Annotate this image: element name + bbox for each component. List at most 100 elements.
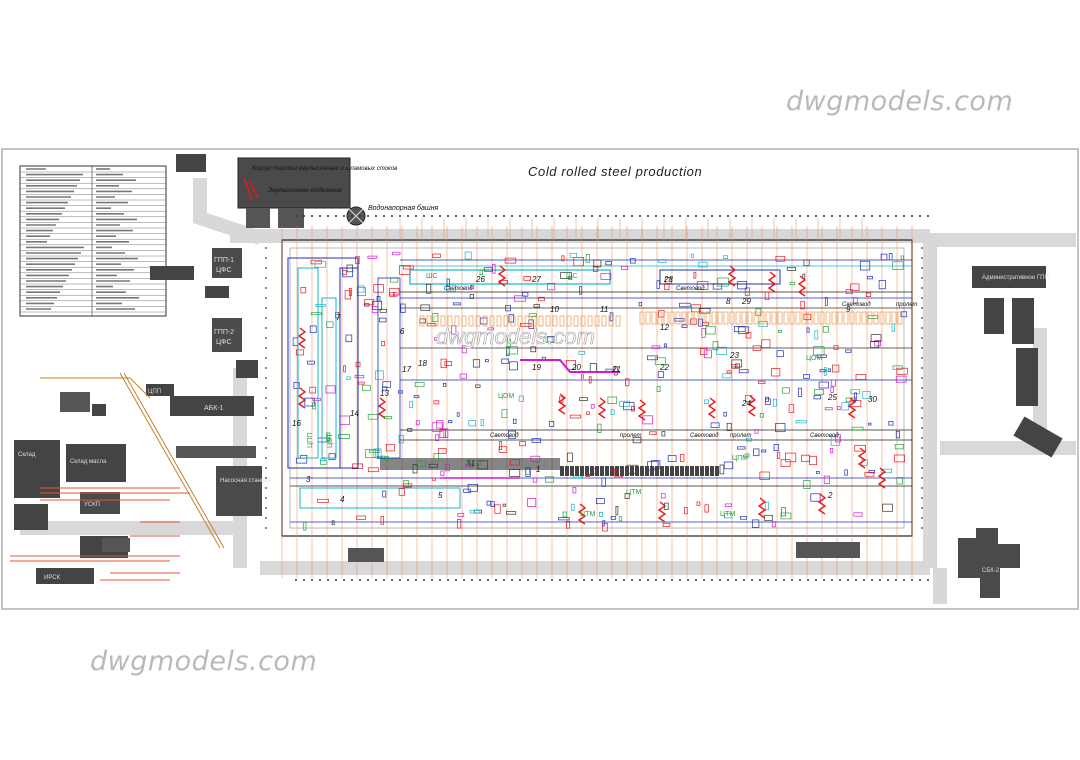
label-water-tower: Водонапорная башня <box>368 204 439 212</box>
label-prolet-3: пролет <box>730 433 752 439</box>
label-svetovod-3: Световод <box>842 302 871 308</box>
red-mark <box>243 177 259 201</box>
number-label: 9 <box>846 305 851 314</box>
label-sklad-left: Склад <box>18 452 36 458</box>
number-label: 2 <box>827 491 833 500</box>
label-shs: ШС <box>426 273 437 280</box>
number-label: 1 <box>536 465 540 474</box>
building-small <box>1012 298 1034 344</box>
column-grid <box>281 218 913 578</box>
building-small <box>150 266 194 280</box>
watermark-top: dwgmodels.com <box>786 86 1014 117</box>
number-label: 28 <box>663 275 673 284</box>
label-sklad-mid: Склад масла <box>70 459 107 465</box>
label-svetovod-4: Световод <box>490 433 519 439</box>
number-label: 6 <box>400 327 405 336</box>
building-small <box>236 360 258 378</box>
label-abk2: СБК-2 <box>982 568 1000 574</box>
number-label: 17 <box>402 365 411 374</box>
label-cpp: ЦПП <box>148 389 161 395</box>
number-label: 31 <box>466 459 475 468</box>
number-label: 13 <box>380 389 389 398</box>
drawing-plan: Корпус очистки эмульсионных и шламовых с… <box>1 148 1079 610</box>
label-spm: ЦПМ <box>732 455 748 462</box>
building-sklad <box>14 440 60 498</box>
number-label: 11 <box>600 305 608 314</box>
building-small <box>176 154 206 172</box>
number-label: 18 <box>418 359 427 368</box>
building-small <box>102 538 130 552</box>
building-small <box>348 548 384 562</box>
number-label: 30 <box>868 395 877 404</box>
building-small <box>278 208 304 228</box>
drawing-title: Cold rolled steel production <box>528 164 702 179</box>
watermark-bottom: dwgmodels.com <box>90 646 318 677</box>
number-label: 12 <box>660 323 669 332</box>
label-abk1: АБК-1 <box>204 405 224 412</box>
number-label: 29 <box>741 297 751 306</box>
label-uskp: УСКП <box>84 502 100 508</box>
building-abk2 <box>958 528 1020 598</box>
number-label: 24 <box>741 399 751 408</box>
label-prolet-1: пролет <box>896 302 918 308</box>
label-admin: Административное ГПП <box>982 275 1049 281</box>
label-ctm: ЦТМ <box>626 489 641 496</box>
building-pump-station <box>216 466 262 516</box>
grid-markers <box>265 215 929 581</box>
building-small <box>1013 416 1063 458</box>
number-label: 26 <box>475 275 485 284</box>
number-label: 25 <box>827 393 837 402</box>
number-label: 3 <box>306 475 311 484</box>
label-pump-station: Насосная станция <box>220 478 271 484</box>
label-spm-2: ЦПМ <box>466 461 482 468</box>
water-tower-cross <box>348 208 364 224</box>
label-shs-2: ШС <box>566 273 577 280</box>
building-small <box>14 504 48 530</box>
building-gpp2 <box>212 318 242 352</box>
label-ctm-2: ЦТМ <box>720 511 735 518</box>
left-bays: ЦОТ ЦПП <box>287 257 401 469</box>
building-small <box>205 286 229 298</box>
label-svetovod-1: Световод <box>444 286 473 292</box>
number-label: 19 <box>532 363 541 372</box>
center-watermark: dwgmodels.com <box>436 324 595 349</box>
building-small <box>984 298 1004 334</box>
label-svetovod-5: Световод <box>690 433 719 439</box>
label-cleaning: Корпус очистки эмульсионных и шламовых с… <box>252 166 397 172</box>
pipes-left <box>10 487 190 581</box>
building-small <box>176 446 256 458</box>
building-gpp1 <box>212 248 242 278</box>
number-label: 14 <box>350 409 359 418</box>
building-abk1 <box>170 396 254 416</box>
number-label: 7 <box>336 313 341 322</box>
building-ipsk <box>36 568 94 584</box>
building-admin <box>972 266 1046 288</box>
building-small <box>246 208 270 228</box>
svg-text:ЦОТ: ЦОТ <box>327 433 334 448</box>
number-label: 4 <box>340 495 345 504</box>
number-label: 8 <box>726 297 731 306</box>
label-svetovod-6: Световод <box>810 433 839 439</box>
building-uskp <box>80 492 120 514</box>
label-gpp2: ГПП-2 <box>214 329 234 336</box>
legend-table <box>19 165 167 317</box>
label-ctsom-2: ЦОМ <box>498 393 514 400</box>
number-label: 27 <box>531 275 541 284</box>
label-prolet-2: пролет <box>620 433 642 439</box>
number-label: 21 <box>611 365 621 374</box>
label-gpp1: ГПП-1 <box>214 257 234 264</box>
building-small <box>1016 348 1038 406</box>
number-label: 22 <box>659 363 669 372</box>
building-small <box>796 542 860 558</box>
label-gpp2b: ЦФС <box>216 339 232 346</box>
label-gpp1b: ЦФС <box>216 267 232 274</box>
number-label: 23 <box>729 351 739 360</box>
building-sklad-mid <box>66 444 126 482</box>
building-cleaning <box>237 157 351 209</box>
svg-text:ЦПП: ЦПП <box>307 433 314 448</box>
number-label: 5 <box>438 491 443 500</box>
label-ctsom: ЦОМ <box>806 355 822 362</box>
number-label: 20 <box>571 363 581 372</box>
number-label: 16 <box>292 419 301 428</box>
